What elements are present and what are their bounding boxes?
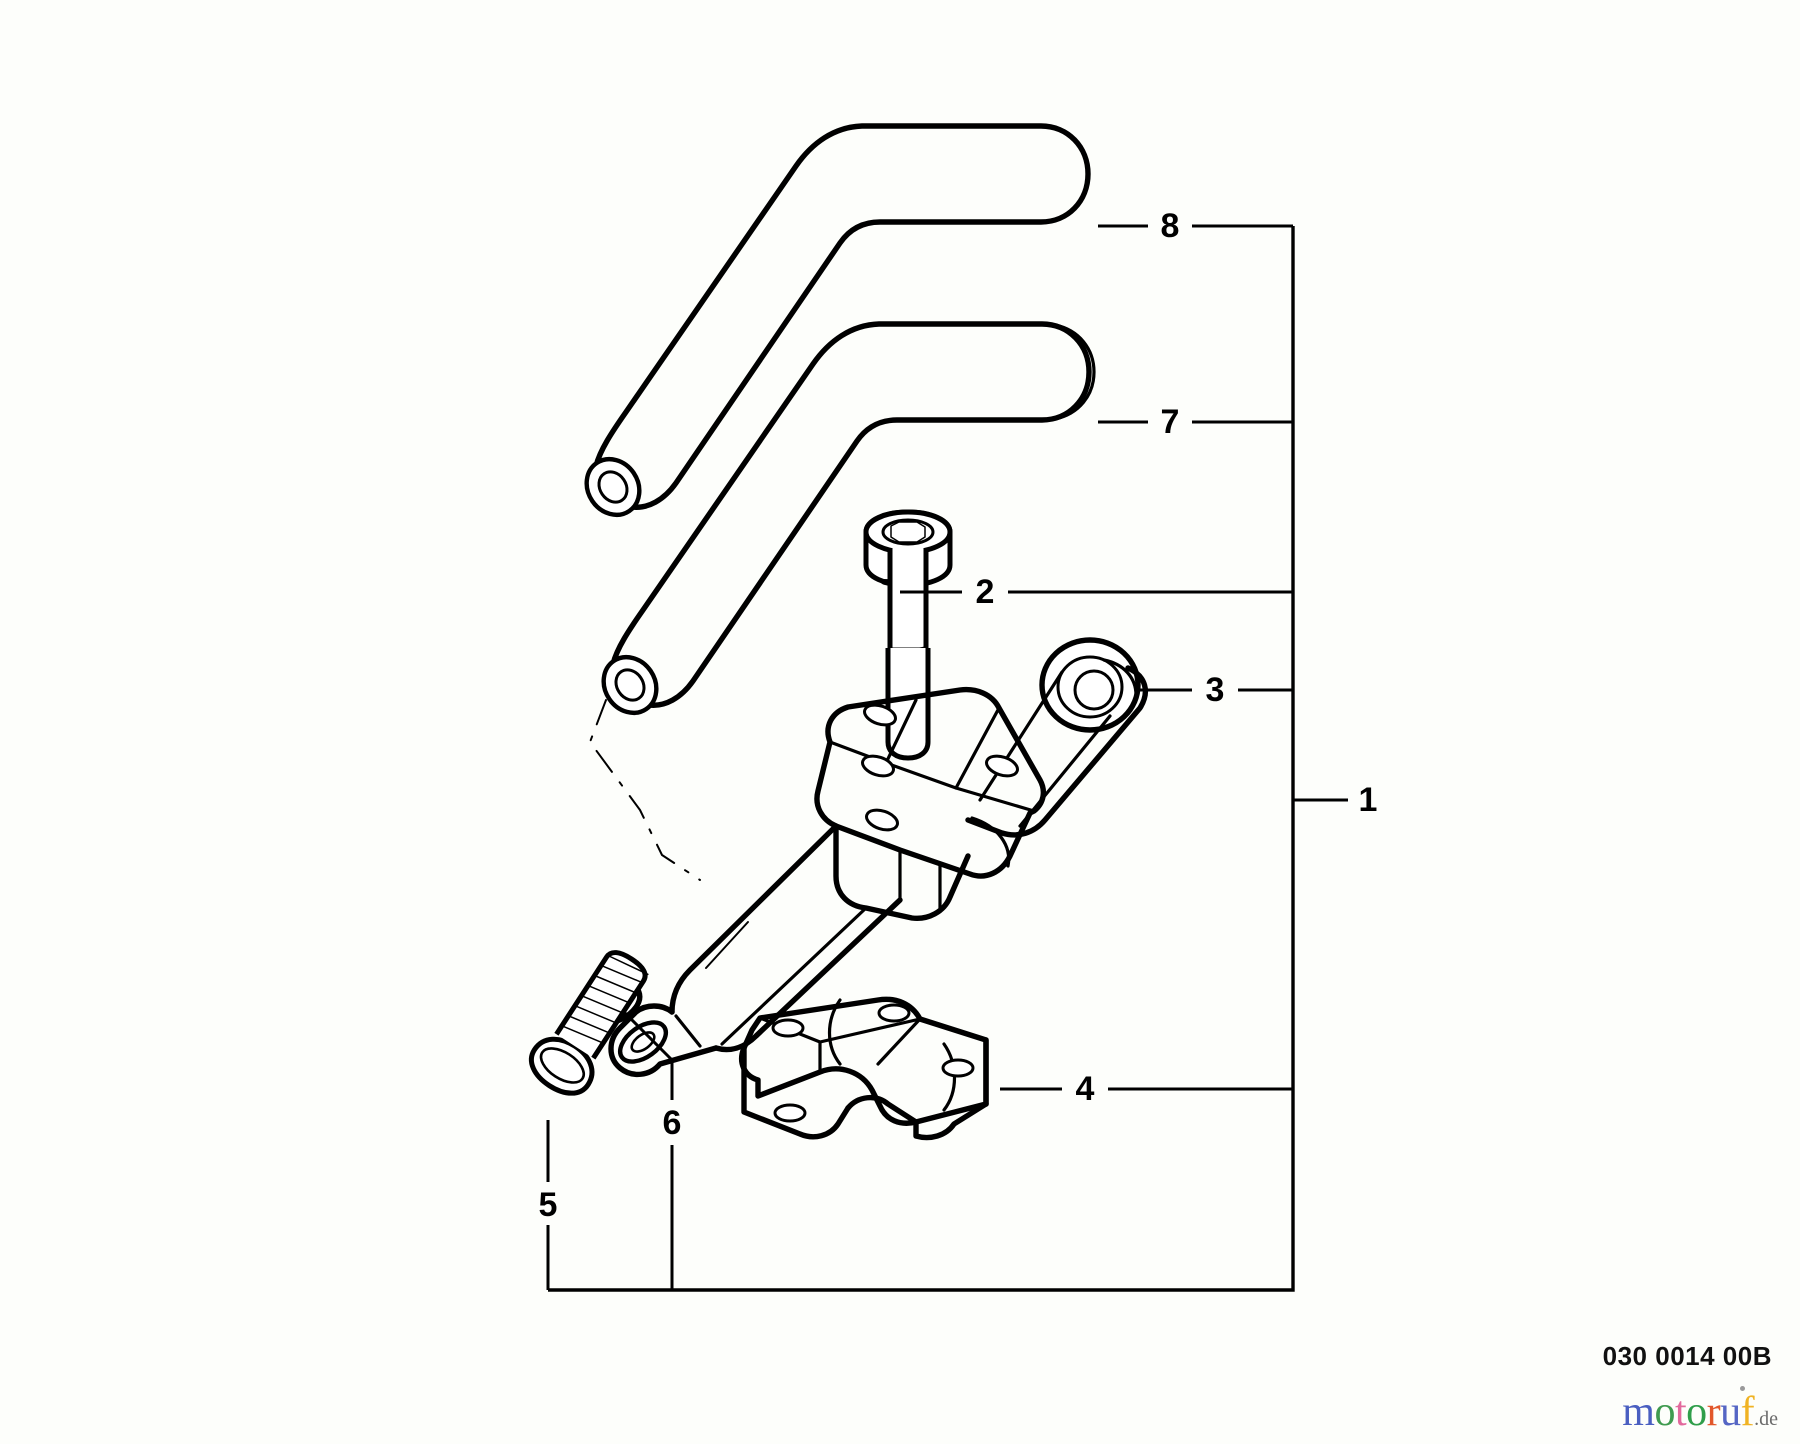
callout-8: 8: [1161, 207, 1180, 245]
screw-threads: [561, 954, 649, 1044]
bolt-hole: [865, 808, 899, 832]
callout-7: 7: [1161, 403, 1180, 441]
bolt-hole: [861, 754, 895, 778]
part-lower-clamp-block: [738, 996, 989, 1141]
screw-drive-recess: [539, 1047, 586, 1084]
logo-letter-f: f: [1740, 1389, 1755, 1435]
callout-6: 6: [663, 1104, 682, 1142]
bolt-hole: [863, 703, 897, 727]
logo-suffix-de: .de: [1754, 1408, 1778, 1430]
assembly-dashed-path: [589, 699, 701, 881]
bolt-hole: [985, 754, 1019, 778]
hex-socket: [881, 518, 935, 546]
logo-letter-u: u: [1720, 1389, 1741, 1435]
part-handle-grip-upper: [584, 123, 1091, 518]
callout-2: 2: [976, 573, 995, 611]
leader-lines: [546, 224, 1348, 1290]
part-handle-bracket-casting: [608, 637, 1149, 1077]
part-button-head-screw: [528, 950, 649, 1096]
bolt-hole: [877, 1003, 911, 1023]
part-socket-head-cap-screw: [863, 509, 953, 761]
callout-numbers: 8 7 2 3 4 1 5 6: [539, 207, 1378, 1224]
logo-letter-o1: o: [1654, 1389, 1675, 1435]
bolt-hole: [773, 1103, 807, 1123]
grip-lower-bore: [614, 668, 646, 702]
grip-upper-bore: [597, 470, 629, 504]
assembly-bracket-1: [548, 226, 1295, 1292]
logo-letter-m: m: [1622, 1389, 1655, 1435]
logo-accent-dot: [1740, 1386, 1745, 1391]
callout-5: 5: [539, 1186, 558, 1224]
logo-letter-r: r: [1706, 1389, 1721, 1435]
callout-1: 1: [1359, 781, 1378, 819]
callout-4: 4: [1076, 1070, 1095, 1108]
pivot-boss: [1039, 637, 1141, 733]
part-handle-grip-lower: [601, 321, 1096, 716]
motoruf-logo[interactable]: motoruf.de: [1622, 1391, 1778, 1433]
logo-letter-o2: o: [1686, 1389, 1707, 1435]
part-number-label: 030 0014 00B: [1602, 1341, 1772, 1371]
logo-letter-t: t: [1674, 1389, 1687, 1435]
bolt-hole: [941, 1058, 975, 1078]
bolt-hole: [771, 1018, 805, 1038]
callout-3: 3: [1206, 671, 1225, 709]
